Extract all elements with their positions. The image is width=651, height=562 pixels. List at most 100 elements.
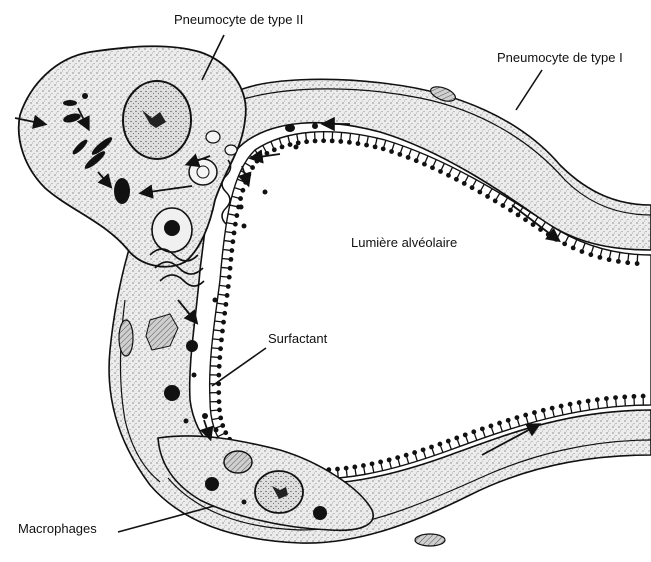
surfactant-head — [577, 400, 582, 405]
surfactant-head — [625, 260, 630, 265]
surfactant-head — [480, 426, 485, 431]
surfactant-head — [364, 143, 369, 148]
surfactant-head — [216, 373, 221, 378]
surfactant-head — [438, 442, 443, 447]
surfactant-tail — [212, 348, 219, 349]
surfactant-head — [227, 275, 232, 280]
surfactant-tail — [211, 357, 218, 358]
surfactant-head — [421, 447, 426, 452]
surfactant-head — [338, 139, 343, 144]
surfactant-head — [387, 457, 392, 462]
surfactant-head — [272, 147, 277, 152]
surfactant-head — [485, 194, 490, 199]
surfactant-head — [559, 404, 564, 409]
surfactant-head — [446, 439, 451, 444]
surfactant-head — [550, 406, 555, 411]
surfactant-head — [586, 399, 591, 404]
surfactant-tail — [616, 400, 617, 407]
surfactant-head — [523, 413, 528, 418]
surfactant-head — [280, 145, 285, 150]
surfactant-head — [361, 463, 366, 468]
surfactant-head — [347, 140, 352, 145]
surfactant-head — [523, 217, 528, 222]
surfactant-head — [438, 169, 443, 174]
surfactant-head — [370, 461, 375, 466]
surfactant-tail — [306, 133, 307, 140]
surfactant-head — [217, 364, 222, 369]
surfactant-head — [389, 149, 394, 154]
label-pneumocyte-type2: Pneumocyte de type II — [174, 12, 303, 27]
type1-nucleus-left — [119, 320, 133, 356]
surfactant-head — [462, 181, 467, 186]
surfactant-head — [404, 453, 409, 458]
surfactant-tail — [607, 401, 608, 408]
surfactant-head — [321, 138, 326, 143]
surfactant-head — [616, 259, 621, 264]
surfactant-head — [378, 460, 383, 465]
surfactant-head — [229, 257, 234, 262]
surfactant-head — [335, 467, 340, 472]
surfactant-head — [220, 423, 225, 428]
surfactant-head — [515, 415, 520, 420]
surfactant-head — [454, 177, 459, 182]
surfactant-head — [313, 139, 318, 144]
type1-nucleus-bottom — [415, 534, 445, 546]
surfactant-head — [238, 196, 243, 201]
surfactant-head — [228, 266, 233, 271]
surfactant-tail — [211, 410, 218, 411]
surfactant-head — [234, 213, 239, 218]
surfactant-head — [395, 455, 400, 460]
surfactant-head — [221, 320, 226, 325]
type2-cell-body — [19, 46, 246, 266]
surfactant-head — [541, 408, 546, 413]
surfactant-tail — [628, 254, 629, 261]
surfactant-head — [304, 139, 309, 144]
surfactant-head — [454, 436, 459, 441]
surfactant-head — [580, 249, 585, 254]
surfactant-head — [352, 465, 357, 470]
surfactant-head — [229, 248, 234, 253]
surfactant-head — [232, 231, 237, 236]
surfactant-head — [508, 208, 513, 213]
surfactant-head — [571, 246, 576, 251]
surfactant-head — [430, 165, 435, 170]
surfactant-tail — [224, 241, 231, 242]
surfactant-head — [296, 140, 301, 145]
surfactant-head — [218, 415, 223, 420]
surfactant-head — [220, 329, 225, 334]
label-surfactant: Surfactant — [268, 331, 328, 346]
surfactant-head — [246, 172, 251, 177]
surfactant-head — [230, 239, 235, 244]
surfactant-tail — [223, 250, 230, 251]
surfactant-head — [240, 188, 245, 193]
surfactant-tail — [216, 312, 223, 313]
surfactant-head — [477, 190, 482, 195]
surfactant-head — [635, 261, 640, 266]
surfactant-head — [562, 241, 567, 246]
surfactant-tail — [350, 133, 351, 140]
surfactant-head — [288, 142, 293, 147]
surfactant-tail — [221, 267, 228, 268]
surfactant-head — [532, 410, 537, 415]
surfactant-head — [429, 445, 434, 450]
surfactant-head — [356, 141, 361, 146]
surfactant-head — [613, 395, 618, 400]
surfactant-head — [500, 203, 505, 208]
surfactant-head — [225, 293, 230, 298]
surfactant-head — [516, 213, 521, 218]
surfactant-head — [506, 418, 511, 423]
surfactant-head — [470, 185, 475, 190]
surfactant-head — [222, 311, 227, 316]
surfactant-tail — [219, 285, 226, 286]
surfactant-head — [217, 408, 222, 413]
surfactant-head — [406, 155, 411, 160]
surfactant-head — [217, 355, 222, 360]
surfactant-head — [489, 424, 494, 429]
surfactant-head — [223, 302, 228, 307]
surfactant-head — [226, 284, 231, 289]
surfactant-head — [414, 158, 419, 163]
surfactant-head — [216, 390, 221, 395]
surfactant-head — [223, 430, 228, 435]
surfactant-head — [595, 397, 600, 402]
surfactant-head — [233, 222, 238, 227]
